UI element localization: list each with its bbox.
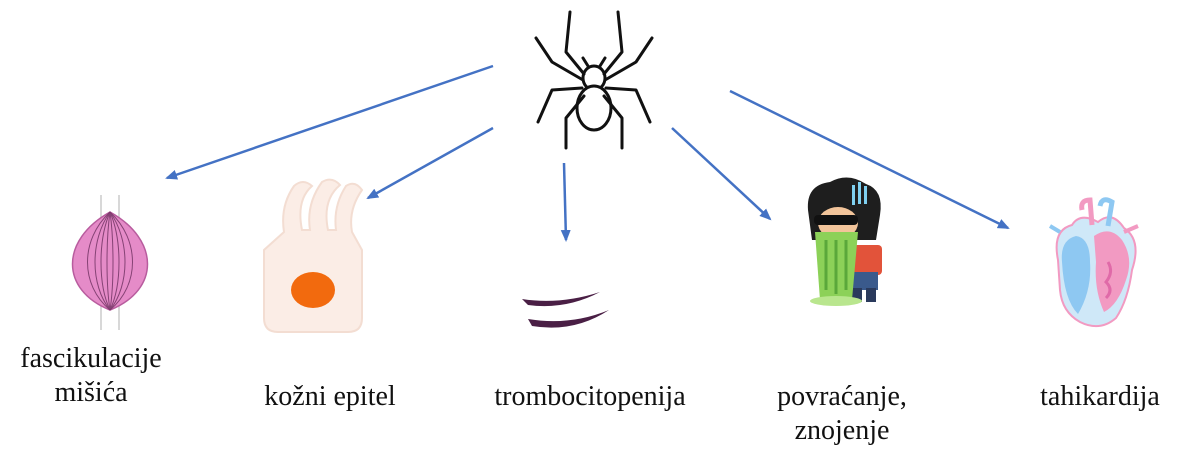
arrow-to-platelets xyxy=(564,163,566,240)
label-platelets: trombocitopenija xyxy=(470,380,710,414)
label-heart-text: tahikardija xyxy=(1020,380,1180,414)
platelets-icon xyxy=(522,292,609,328)
label-muscle: fascikulacije mišića xyxy=(3,342,179,410)
muscle-fiber-icon xyxy=(73,195,148,330)
arrow-to-skin xyxy=(368,128,493,198)
vomiting-person-icon xyxy=(808,177,882,306)
label-platelets-text: trombocitopenija xyxy=(470,380,710,414)
label-heart: tahikardija xyxy=(1020,380,1180,414)
label-skin-text: kožni epitel xyxy=(242,380,418,414)
spider-icon xyxy=(536,12,652,148)
label-vomit-line2: znojenje xyxy=(754,414,930,448)
label-skin: kožni epitel xyxy=(242,380,418,414)
arrow-to-muscle xyxy=(167,66,493,178)
label-muscle-line1: fascikulacije xyxy=(3,342,179,376)
label-muscle-line2: mišića xyxy=(3,376,179,410)
label-vomit-line1: povraćanje, xyxy=(754,380,930,414)
label-vomit: povraćanje, znojenje xyxy=(754,380,930,448)
heart-icon xyxy=(1050,200,1138,326)
arrow-to-vomit xyxy=(672,128,770,219)
epithelial-cell-icon xyxy=(264,180,362,332)
